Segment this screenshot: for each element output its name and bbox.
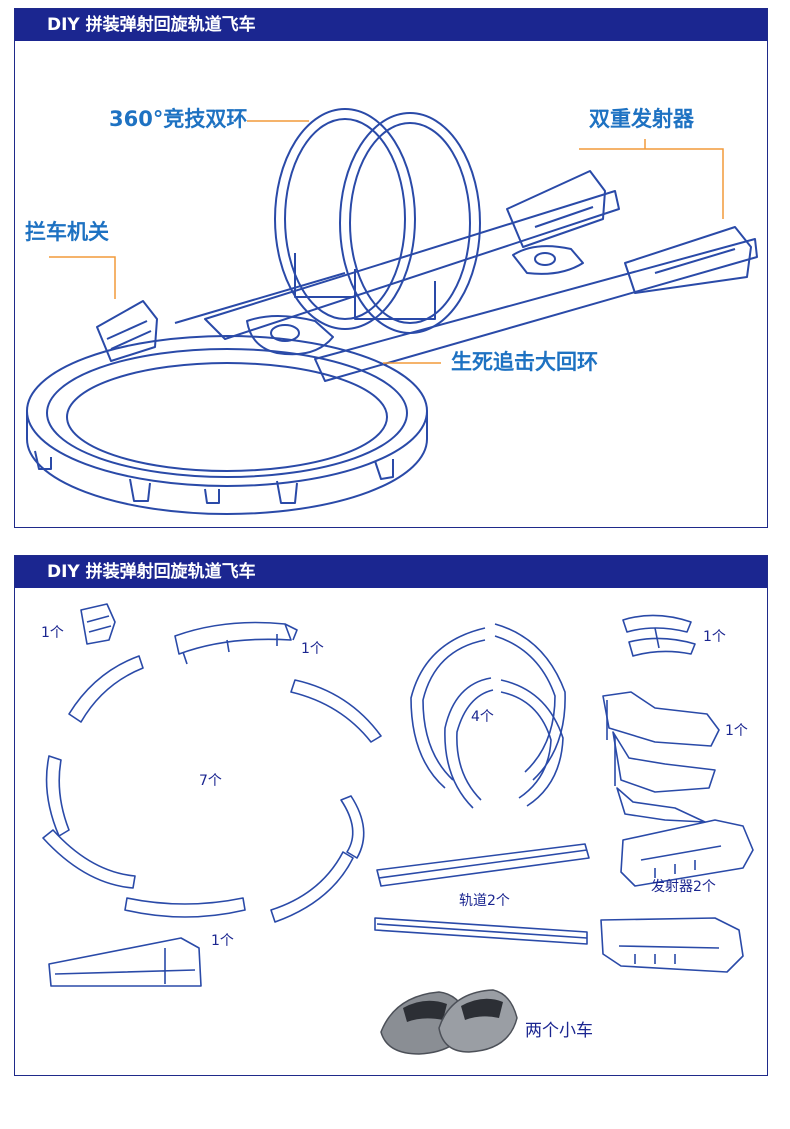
chase-ring-track	[26, 335, 428, 515]
launcher-units	[506, 170, 752, 294]
parts-illustration	[42, 603, 754, 1055]
count-rails: 轨道2个	[459, 893, 510, 909]
assembled-track-illustration	[26, 108, 758, 515]
launcher-part	[600, 917, 744, 973]
count-stopper-part: 1个	[41, 625, 64, 641]
ramp-piece-bottom	[48, 937, 202, 987]
race-car	[512, 245, 584, 275]
count-clamp: 1个	[703, 629, 726, 645]
count-cars: 两个小车	[525, 1021, 593, 1041]
stopper-gate	[96, 300, 158, 362]
count-ramp-top: 1个	[301, 641, 324, 657]
ramp-piece-top	[174, 621, 298, 665]
double-loop-track	[274, 108, 481, 334]
count-ring-segments: 7个	[199, 773, 222, 789]
panel-header: DIY 拼装弹射回旋轨道飞车	[15, 9, 767, 41]
callout-chase-ring: 生死追击大回环	[451, 350, 598, 374]
toy-cars	[380, 989, 518, 1055]
callout-double-loop: 360°竞技双环	[109, 107, 248, 131]
assembled-track-panel: DIY 拼装弹射回旋轨道飞车	[14, 8, 768, 528]
loop-pieces	[410, 623, 566, 809]
callout-stopper: 拦车机关	[25, 220, 109, 244]
stopper-part	[80, 603, 116, 645]
clamp-piece	[622, 614, 696, 657]
support-stand	[602, 691, 720, 823]
count-ramp-bottom: 1个	[211, 933, 234, 949]
leader-lines	[49, 120, 724, 364]
parts-list-panel: DIY 拼装弹射回旋轨道飞车	[14, 555, 768, 1076]
count-loop-pieces: 4个	[471, 709, 494, 725]
straight-rails	[174, 190, 758, 382]
panel-header: DIY 拼装弹射回旋轨道飞车	[15, 556, 767, 588]
ring-segments	[42, 655, 382, 923]
straight-rail	[374, 917, 588, 945]
count-launchers: 发射器2个	[651, 879, 716, 895]
count-support-stand: 1个	[725, 723, 748, 739]
callout-dual-launcher: 双重发射器	[589, 107, 694, 131]
straight-rail	[376, 843, 590, 887]
launcher-part	[620, 819, 754, 887]
race-car	[246, 315, 334, 356]
